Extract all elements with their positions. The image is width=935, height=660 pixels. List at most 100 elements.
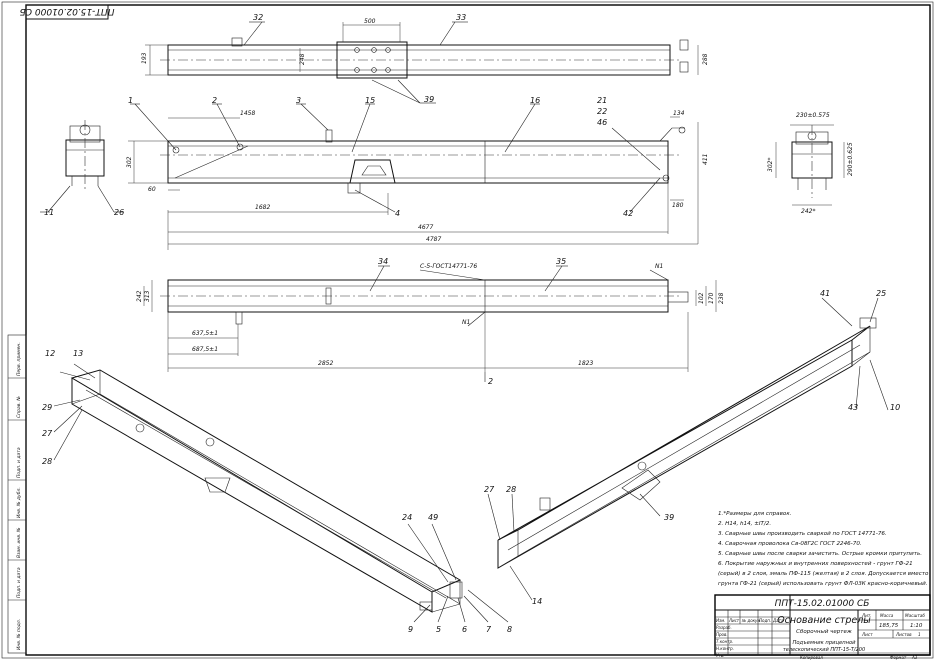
title-block: Изм. Лист № докум. Подп. Дата Разраб. Пр… — [714, 594, 931, 660]
note-line: 4. Сварочная проволока Св-08Г2С ГОСТ 224… — [718, 541, 862, 547]
technical-notes: 1.*Размеры для справок. 2. Н14, h14, ±IT… — [718, 511, 929, 587]
dimension-label: 4677 — [418, 224, 433, 231]
callout-label: 27 — [484, 485, 495, 494]
callout-label: 33 — [456, 13, 466, 22]
role-label: Разраб. — [716, 625, 732, 630]
dimension-label: 2852 — [318, 360, 333, 367]
callout-label: 42 — [623, 209, 633, 218]
note-line: (серый) в 2 слоя, эмаль ПФ-115 (желтая) … — [718, 571, 929, 577]
front-view: 1 2 3 15 16 21 22 46 4 42 1458 134 302 4… — [126, 96, 709, 250]
callout-label: 16 — [530, 96, 540, 105]
note-line: 6. Покрытие наружных и внутренних поверх… — [718, 561, 913, 567]
dimension-label: 102 — [698, 292, 705, 304]
doc-code: ППТ-15.02.01000 СБ — [775, 599, 870, 609]
dimension-label: 313 — [144, 290, 151, 302]
dimension-label: 134 — [673, 110, 685, 117]
row-label: Лист — [728, 618, 740, 623]
mass-label: Масса — [880, 613, 894, 618]
callout-label: 29 — [42, 403, 52, 412]
sheets-count: 1 — [918, 632, 921, 637]
callout-label: 35 — [556, 257, 566, 266]
weld-mark: N1 — [655, 263, 663, 270]
row-label: Изм. — [716, 618, 725, 623]
callout-label: 3 — [296, 96, 301, 105]
callout-label: 5 — [436, 625, 441, 634]
dimension-label: 1682 — [255, 204, 270, 211]
dimension-label: 290±0.625 — [847, 142, 854, 176]
side-strip-label: Подп. и дата — [16, 567, 22, 598]
row-label: Дата — [772, 618, 784, 623]
mass-value: 185,75 — [879, 623, 899, 629]
side-strip-label: Взам. инв. № — [16, 527, 22, 558]
callout-label: 6 — [462, 625, 467, 634]
callout-label: 22 — [597, 107, 607, 116]
side-strip: Перв. примен. Справ. № Подп. и дата Инв.… — [7, 334, 27, 654]
callout-label: 13 — [73, 349, 83, 358]
dimension-label: 242 — [136, 290, 143, 302]
callout-label: 39 — [664, 513, 674, 522]
callout-label: 15 — [365, 96, 375, 105]
section-view-left: 11 26 — [40, 120, 124, 217]
callout-label: 27 — [42, 429, 53, 438]
callout-label: 49 — [428, 513, 438, 522]
top-view: 32 33 39 193 500 248 288 — [141, 13, 709, 104]
scale-label: Масштаб — [905, 613, 925, 618]
callout-label: 2 — [212, 96, 217, 105]
role-label: Утв. — [716, 653, 724, 658]
lit-label: Лит. — [861, 613, 872, 618]
callout-label: 4 — [395, 209, 400, 218]
callout-label: 25 — [876, 289, 886, 298]
callout-label: 43 — [848, 403, 858, 412]
callout-label: 24 — [402, 513, 412, 522]
dimension-label: 500 — [364, 18, 376, 25]
row-label: № докум. — [741, 618, 762, 623]
note-line: грунта ГФ-21 (серый) использовать грунт … — [718, 581, 928, 587]
callout-label: 32 — [253, 13, 263, 22]
product-name: телескопический ППТ-15-Т/200 — [783, 647, 865, 653]
callout-label: 26 — [114, 208, 124, 217]
callout-label: 46 — [597, 118, 607, 127]
dimension-label: 248 — [299, 53, 306, 65]
inner-frame — [25, 4, 931, 656]
side-strip-label: Справ. № — [16, 396, 22, 418]
dimension-label: 302* — [767, 158, 774, 172]
dimension-label: 637,5±1 — [192, 330, 218, 337]
role-label: Пров. — [716, 632, 728, 637]
side-strip-label: Инв. № дубл. — [16, 487, 22, 518]
dimension-label: 60 — [148, 186, 156, 193]
side-strip-label: Инв. № подл. — [16, 619, 22, 650]
callout-label: 28 — [506, 485, 516, 494]
dimension-label: 238 — [718, 292, 725, 304]
iso-view-right: 41 25 43 10 27 28 39 14 — [484, 289, 900, 606]
callout-label: 34 — [378, 257, 388, 266]
row-label: Подп. — [759, 618, 771, 623]
drawing-subtitle: Сборочный чертеж — [796, 629, 852, 635]
copied-label: Копировал — [800, 655, 823, 660]
role-label: Н.контр. — [716, 646, 734, 651]
side-strip-label: Подп. и дата — [16, 447, 22, 478]
dimension-label: 1458 — [240, 110, 255, 117]
callout-label: 7 — [486, 625, 492, 634]
bottom-view: 34 35 2 С-5-ГОСТ14771-76 N1 N1 313 242 1… — [136, 257, 725, 386]
weld-mark: N1 — [462, 319, 470, 326]
callout-label: 8 — [507, 625, 512, 634]
dimension-label: 687,5±1 — [192, 346, 218, 353]
dimension-label: 4787 — [426, 236, 441, 243]
dimension-label: 170 — [708, 292, 715, 304]
callout-label: 39 — [424, 95, 434, 104]
dimension-label: 193 — [141, 52, 148, 64]
rotated-stamp: ППТ-15.02.01000 СБ — [20, 4, 114, 20]
dimension-label: 180 — [672, 202, 684, 209]
dimension-label: 288 — [702, 53, 709, 65]
dimension-label: 242* — [801, 208, 815, 215]
callout-label: 10 — [890, 403, 900, 412]
product-name: Подъемник прицепной — [792, 640, 856, 646]
sheet-label: Лист — [861, 632, 873, 637]
dimension-label: 411 — [702, 154, 709, 165]
callout-label: 41 — [820, 289, 830, 298]
callout-label: 11 — [44, 208, 54, 217]
scale-value: 1:10 — [910, 623, 923, 629]
role-label: Т.контр. — [716, 639, 733, 644]
